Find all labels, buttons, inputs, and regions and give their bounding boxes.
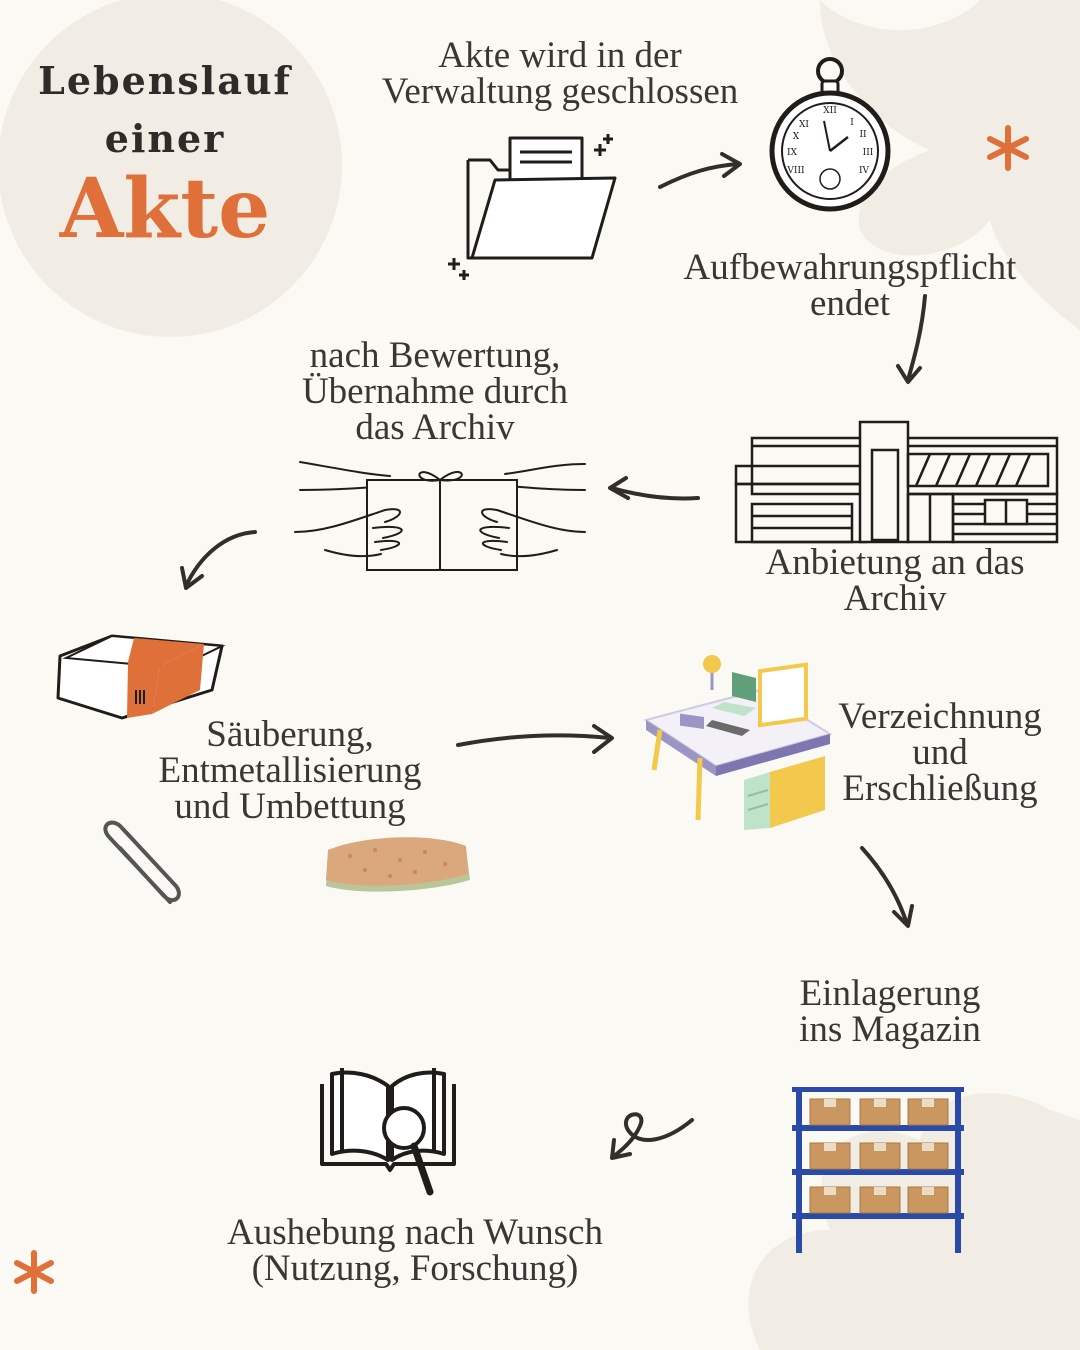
folder-icon [448,134,617,280]
svg-text:III: III [863,148,874,158]
title-line-1: Lebenslauf [38,58,292,103]
title-main: Akte [59,161,271,257]
title-block: Lebenslauf einer Akte [0,0,340,330]
svg-text:IV: IV [859,166,870,176]
step-6-label: Verzeichnung und Erschließung [838,696,1042,809]
svg-text:XI: XI [799,120,809,130]
title-line-2: einer [104,116,226,161]
svg-text:II: II [859,130,867,140]
asterisk-bottom-icon [14,1250,54,1294]
storage-shelf-icon [792,1087,964,1253]
workdesk-icon [643,655,833,830]
step-4-label: nach Bewertung, Übernahme durch das Arch… [301,335,569,448]
step-5-label: Säuberung, Entmetallisierung und Umbettu… [158,714,422,827]
eraser-icon [56,634,226,720]
svg-text:XII: XII [823,106,837,116]
step-8-label: Aushebung nach Wunsch (Nutzung, Forschun… [227,1212,603,1289]
svg-text:X: X [793,132,800,142]
archive-building-icon [734,420,1059,544]
step-3-label: Anbietung an das Archiv [765,542,1025,619]
handover-gift-icon [294,461,586,571]
step-1-label: Akte wird in der Verwaltung geschlossen [381,35,739,112]
pocket-watch-icon: XII III IX I II XI X IV VIII [769,57,891,212]
svg-text:I: I [850,118,854,128]
paper-clip-icon [103,820,181,904]
svg-text:IX: IX [787,148,798,158]
asterisk-top-icon [987,125,1029,171]
svg-text:VIII: VIII [786,166,805,176]
step-7-label: Einlagerung ins Magazin [799,973,981,1050]
step-2-label: Aufbewahrungspflicht endet [683,247,1017,324]
book-magnifier-icon [320,1068,456,1196]
sponge-icon [326,837,470,892]
